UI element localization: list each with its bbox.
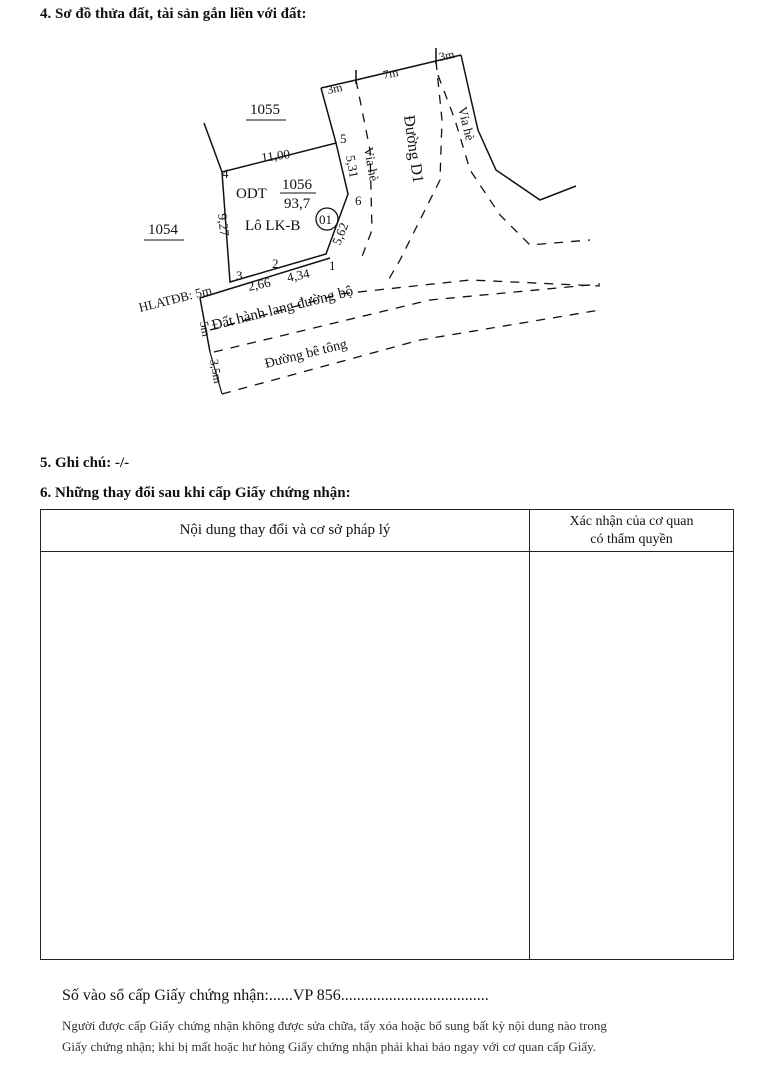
- concrete-road-label: Đường bê tông: [263, 337, 348, 372]
- section-4-title: 4. Sơ đồ thửa đất, tài sản gắn liền với …: [40, 6, 307, 22]
- concrete-road-dash: [213, 283, 601, 353]
- authority-confirmation-header: Xác nhận của cơ quan có thẩm quyền: [530, 510, 733, 551]
- section-6-title: 6. Những thay đổi sau khi cấp Giấy chứng…: [40, 485, 351, 501]
- parcel-circle-label: 01: [319, 212, 332, 227]
- edge-4-5: 11,00: [260, 146, 291, 165]
- edge-6-1: 5,62: [329, 220, 351, 247]
- edge-3-4: 9,27: [215, 213, 232, 238]
- edge-2-3: 2,66: [247, 274, 273, 294]
- parcel-north-number: 1055: [250, 102, 280, 118]
- road-width-center: 7m: [382, 65, 401, 82]
- offset-5m-label: 5m: [197, 320, 214, 338]
- registry-dots-before: ......: [268, 987, 293, 1004]
- section-5-note: 5. Ghi chú: -/-: [40, 455, 130, 471]
- sidewalk-label-right: Vỉa hè: [455, 105, 478, 142]
- corridor-dash: [209, 279, 601, 331]
- parcel-number-label: 1056: [282, 177, 313, 193]
- authority-header-line2: có thẩm quyền: [590, 531, 673, 547]
- road-width-line: [320, 54, 462, 89]
- edge-5-6: 5,31: [343, 154, 362, 179]
- changes-table: Nội dung thay đổi và cơ sở pháp lý Xác n…: [40, 509, 734, 960]
- vertex-1: 1: [329, 258, 336, 273]
- vertex-3: 3: [236, 268, 243, 283]
- west-boundary-line: [203, 122, 223, 173]
- north-boundary-line: [320, 87, 337, 144]
- road-width-right: 3m: [438, 47, 457, 64]
- land-plot-diagram: 1055 1054 ODT 1056 93,7 Lô LK-B 01 1 2 3…: [137, 47, 601, 395]
- footnote-line-2: Giấy chứng nhận; khi bị mất hoặc hư hỏng…: [62, 1039, 597, 1054]
- changes-content-header-label: Nội dung thay đổi và cơ sở pháp lý: [179, 522, 391, 538]
- corridor-outer-left: [199, 297, 211, 353]
- road-d1-label: Đường D1: [400, 114, 426, 184]
- corridor-land-label: Đất hành lang đường bộ: [210, 283, 355, 334]
- parcel-west-number: 1054: [148, 222, 179, 238]
- parcel-area-label: 93,7: [284, 196, 311, 212]
- vertex-5: 5: [340, 131, 347, 146]
- edge-1-2: 4,34: [286, 265, 312, 285]
- road-dash-right: [437, 74, 591, 246]
- vertex-6: 6: [355, 193, 362, 208]
- registry-dots-after: .....................................: [340, 987, 489, 1004]
- registry-label: Số vào sổ cấp Giấy chứng nhận:: [62, 987, 269, 1004]
- table-header-divider: [41, 551, 733, 552]
- lot-label: Lô LK-B: [245, 218, 300, 234]
- sidewalk-label-left: Vỉa hè: [361, 146, 382, 183]
- vertex-2: 2: [272, 256, 279, 271]
- table-column-divider: [529, 510, 530, 959]
- parcel-number-circle: [315, 207, 339, 231]
- changes-content-header: Nội dung thay đổi và cơ sở pháp lý: [41, 510, 529, 551]
- offset-3-5m-label: 3,5m: [207, 358, 225, 385]
- vertex-4: 4: [222, 166, 229, 181]
- authority-header-line1: Xác nhận của cơ quan: [569, 513, 694, 529]
- road-dash-center: [385, 60, 443, 285]
- concrete-road-dash-lower: [221, 309, 601, 395]
- sidewalk-dash-left: [355, 79, 373, 263]
- footnote-line-1: Người được cấp Giấy chứng nhận không đượ…: [62, 1018, 607, 1033]
- land-type-label: ODT: [236, 186, 267, 202]
- road-width-left: 3m: [326, 80, 345, 97]
- registry-number-line: Số vào sổ cấp Giấy chứng nhận:......VP 8…: [62, 987, 489, 1005]
- registry-number: VP 856: [292, 987, 341, 1004]
- road-right-curb: [460, 54, 577, 201]
- corridor-top-line: [199, 257, 331, 299]
